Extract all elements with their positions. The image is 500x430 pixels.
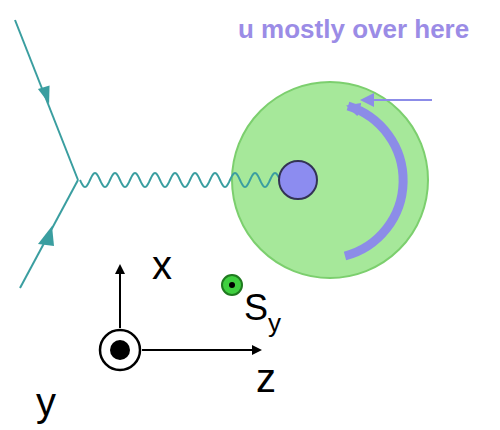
- spin-symbol: [222, 275, 242, 295]
- fermion-line: [15, 20, 78, 180]
- proton-circle: [232, 82, 428, 278]
- rotation-arrow: [345, 106, 403, 256]
- axis-label: x: [152, 245, 172, 285]
- axis-arrow: [142, 349, 260, 351]
- photon-line: [80, 173, 279, 187]
- leader-arrow: [362, 99, 432, 101]
- fermion-arrow: [38, 85, 52, 104]
- axis-label: y: [36, 382, 56, 422]
- spin-label: S: [244, 290, 268, 326]
- axis-label: z: [256, 358, 276, 398]
- fermion-arrow: [38, 226, 54, 246]
- axis-arrow: [119, 266, 121, 328]
- spin-dot: [229, 282, 235, 288]
- fermion-line: [20, 180, 78, 288]
- axis-out-of-page: [100, 330, 140, 370]
- axis-dot: [110, 340, 130, 360]
- spin-subscript: y: [268, 310, 281, 336]
- callout-text: u mostly over here: [238, 16, 469, 42]
- quark-circle: [279, 161, 317, 199]
